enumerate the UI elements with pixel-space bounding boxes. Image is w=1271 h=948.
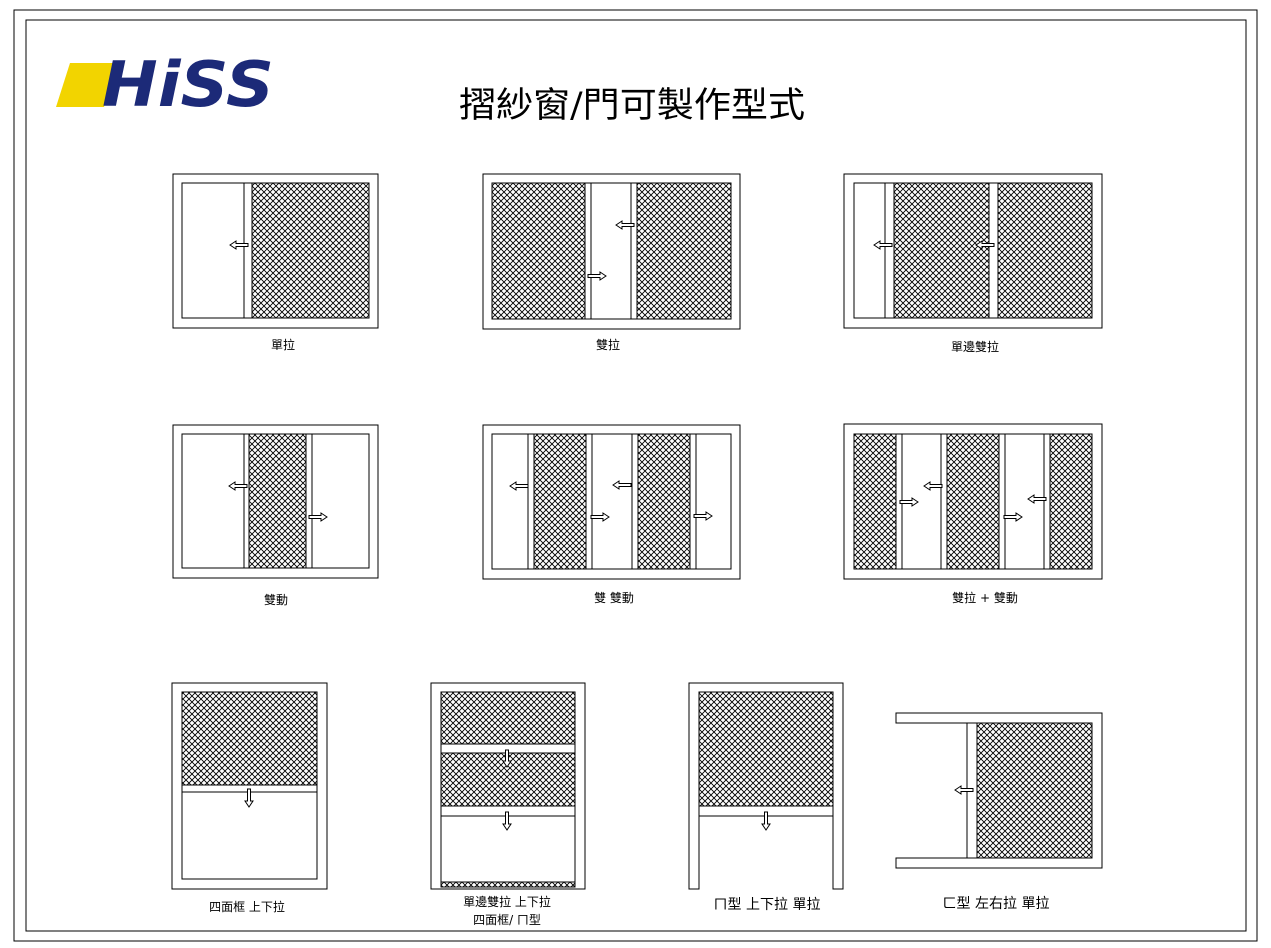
mesh-panel (976, 722, 1093, 859)
mesh-panel (946, 433, 1000, 570)
mesh-panel-right (997, 182, 1093, 319)
arrow-left-icon (229, 240, 249, 250)
mesh-panel-right (636, 182, 732, 320)
diagram-label: 雙拉 (596, 337, 620, 352)
arrow-left-icon (873, 240, 893, 250)
mesh-panel (248, 433, 307, 569)
arrow-left-icon (615, 220, 635, 230)
profile-bar (940, 433, 948, 570)
diagram-label-secondary: 四面框/ ㄇ型 (473, 913, 541, 927)
profile-bar (305, 433, 313, 569)
arrow-right-icon (693, 511, 713, 521)
mesh-panel-left (491, 182, 586, 320)
mesh-panel (1049, 433, 1093, 570)
profile-bar (584, 182, 592, 320)
diagram-label: 單邊雙拉 上下拉 (463, 894, 551, 909)
arrow-down-icon (244, 788, 254, 808)
arrow-down-icon (502, 811, 512, 831)
diagram-label: 雙拉 + 雙動 (952, 590, 1018, 605)
profile-bar (243, 433, 250, 569)
diagram-label: ㄇ型 上下拉 單拉 (714, 897, 821, 913)
mesh-panel (181, 691, 318, 786)
mesh-panel-top (440, 691, 576, 745)
bottom-sill (440, 881, 576, 888)
arrow-left-icon (509, 481, 529, 491)
profile-bar (689, 433, 697, 570)
arrow-right-icon (899, 497, 919, 507)
u-frame (688, 682, 844, 890)
diagram-one-side-double-up-down: 單邊雙拉 上下拉 四面框/ ㄇ型 (430, 682, 586, 927)
profile-bar (527, 433, 535, 570)
diagram-single-pull: 單拉 (172, 173, 379, 352)
profile-bar (1043, 433, 1051, 570)
mesh-panel-left (893, 182, 990, 319)
diagram-label: 雙 雙動 (594, 591, 634, 605)
mesh-panel (853, 433, 897, 570)
diagram-double-double-move: 雙 雙動 (482, 424, 741, 605)
profile-bar (631, 433, 639, 570)
arrow-left-icon (923, 481, 943, 491)
profile-bar (630, 182, 638, 320)
c-frame (895, 712, 1103, 869)
diagram-double-pull: 雙拉 (482, 173, 741, 352)
mesh-panel (251, 182, 370, 319)
diagram-four-frame-up-down: 四面框 上下拉 (171, 682, 328, 914)
diagram-c-shape-left-right: ㄈ型 左右拉 單拉 (895, 712, 1103, 912)
diagram-label: 單拉 (271, 337, 295, 352)
mesh-panel (698, 691, 834, 807)
mesh-panel (533, 433, 587, 570)
diagram-u-shape-up-down: ㄇ型 上下拉 單拉 (688, 682, 844, 913)
diagram-one-side-double-pull: 單邊雙拉 (843, 173, 1103, 354)
profile-bar (884, 182, 895, 319)
profile-bar (988, 182, 999, 319)
arrow-left-icon (954, 785, 974, 795)
diagram-label: ㄈ型 左右拉 單拉 (943, 896, 1050, 912)
profile-bar (243, 182, 253, 319)
diagram-label: 單邊雙拉 (951, 339, 999, 354)
arrow-right-icon (308, 512, 328, 522)
arrow-right-icon (1003, 512, 1023, 522)
arrow-left-icon (612, 480, 632, 490)
profile-bar (998, 433, 1006, 570)
logo-wordmark: HiSS (102, 48, 274, 121)
mesh-panel (637, 433, 691, 570)
arrow-down-icon (502, 749, 512, 768)
logo-yellow-block (56, 63, 118, 107)
page-title: 摺紗窗/門可製作型式 (459, 86, 805, 126)
arrow-down-icon (761, 811, 771, 831)
diagram-double-move: 雙動 (172, 424, 379, 607)
diagram-double-pull-plus-double-move: 雙拉 + 雙動 (843, 423, 1103, 605)
inner-border (25, 19, 1247, 932)
hiss-logo: HiSS (56, 48, 274, 121)
diagram-label: 四面框 上下拉 (209, 899, 285, 914)
arrow-left-icon (228, 481, 248, 491)
outer-border (13, 9, 1258, 942)
arrow-right-icon (587, 271, 607, 281)
arrow-left-icon (975, 240, 995, 250)
profile-bar (585, 433, 593, 570)
arrow-right-icon (590, 512, 610, 522)
diagram-label: 雙動 (264, 593, 288, 607)
arrow-left-icon (1027, 494, 1047, 504)
